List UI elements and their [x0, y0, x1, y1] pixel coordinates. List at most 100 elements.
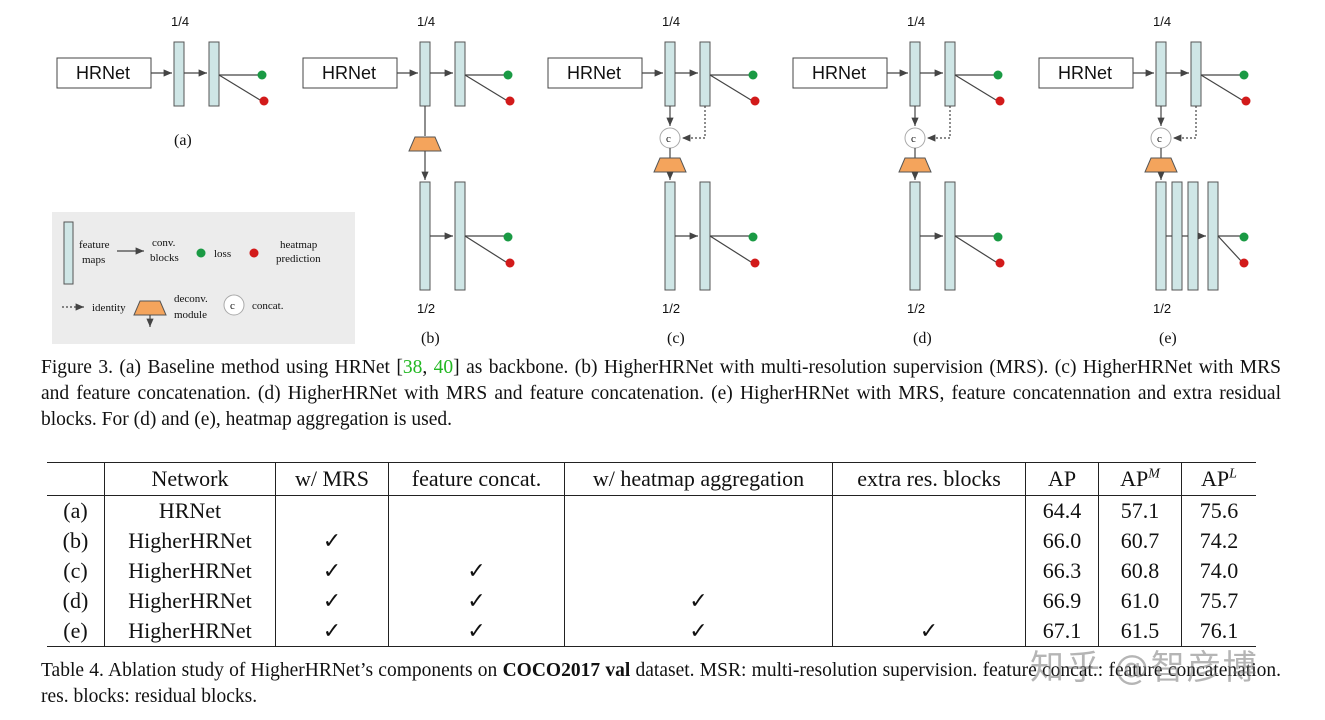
table-cell: HigherHRNet [104, 586, 276, 616]
header-network: Network [104, 462, 276, 496]
loss-dot [748, 232, 758, 242]
heatmap-dot [750, 96, 760, 106]
table-cell [388, 495, 565, 526]
table-cell: (a) [47, 495, 105, 526]
loss-dot [748, 70, 758, 80]
loss-dot [993, 232, 1003, 242]
table-cell: 76.1 [1181, 616, 1256, 647]
heatmap-dot [505, 258, 515, 268]
table-cell: 66.0 [1025, 526, 1099, 556]
header-concat: feature concat. [388, 462, 565, 496]
table-cell [564, 495, 833, 526]
hrnet-block [302, 57, 398, 89]
feature-map [419, 41, 431, 107]
resolution-label: 1/4 [907, 14, 925, 29]
table-cell: ✓ [832, 616, 1026, 647]
svg-text:concat.: concat. [252, 300, 284, 312]
table-cell: (c) [47, 556, 105, 586]
table-cell: 67.1 [1025, 616, 1099, 647]
table-cell: HigherHRNet [104, 526, 276, 556]
svg-text:loss: loss [214, 248, 231, 260]
heatmap-dot [259, 96, 269, 106]
heatmap-dot [1239, 258, 1249, 268]
table-cell [832, 586, 1026, 616]
header-cell [47, 462, 105, 496]
table-cell: 75.6 [1199, 498, 1239, 523]
panel-label: (b) [421, 330, 440, 347]
table-cell [832, 556, 1026, 586]
feature-map [944, 181, 956, 291]
table-cell: 61.5 [1098, 616, 1182, 647]
table-cell: 64.4 [1025, 495, 1099, 526]
table-cell [564, 556, 833, 586]
hrnet-label: HRNet [812, 63, 866, 83]
figure-3-caption: Figure 3. (a) Baseline method using HRNe… [41, 357, 1281, 430]
feature-map [173, 41, 185, 107]
feature-map [699, 181, 711, 291]
table-cell: 66.3 [1025, 556, 1099, 586]
concat-symbol: c [1157, 133, 1162, 145]
feature-map [454, 181, 466, 291]
table-cell: ✓ [275, 526, 389, 556]
resolution-label: 1/4 [417, 14, 435, 29]
table-4-caption: Table 4. Ablation study of HigherHRNet’s… [41, 660, 1281, 707]
feature-map [454, 41, 466, 107]
feature-map [1207, 181, 1219, 291]
feature-map [699, 41, 711, 107]
resolution-label: 1/2 [1153, 301, 1171, 316]
concat-symbol: c [911, 133, 916, 145]
feature-map [1155, 181, 1167, 291]
svg-text:conv.: conv. [152, 237, 176, 249]
table-cell [564, 526, 833, 556]
table-cell: HigherHRNet [104, 616, 276, 647]
svg-text:deconv.: deconv. [174, 293, 208, 305]
deconv-module [408, 136, 442, 152]
heatmap-dot [505, 96, 515, 106]
loss-dot [503, 70, 513, 80]
table-cell: 60.8 [1098, 556, 1182, 586]
citation-link[interactable]: 40 [433, 357, 454, 378]
figure-3-diagram: HRNet1/4(a)HRNet1/4(b)1/2HRNet1/4(c)c1/2… [52, 14, 1251, 347]
table-cell: ✓ [564, 586, 833, 616]
table-cell: 74.2 [1199, 528, 1239, 553]
panel-label: (d) [913, 330, 932, 347]
table-header-row: Network w/ MRS feature concat. w/ heatma… [47, 462, 1256, 496]
svg-text:identity: identity [92, 302, 126, 314]
header-aggregation: w/ heatmap aggregation [564, 462, 833, 496]
table-cell: ✓ [275, 556, 389, 586]
deconv-module [1144, 157, 1178, 173]
heatmap-dot [995, 258, 1005, 268]
hrnet-label: HRNet [76, 63, 130, 83]
watermark: 知乎 @智彦博 [1030, 648, 1259, 688]
heatmap-dot [750, 258, 760, 268]
feature-map [208, 41, 220, 107]
svg-text:maps: maps [82, 254, 105, 266]
svg-text:feature: feature [79, 239, 110, 251]
feature-map [909, 181, 921, 291]
residual-block [1187, 181, 1199, 291]
table-cell: HRNet [104, 495, 276, 526]
heatmap-dot [995, 96, 1005, 106]
table-cell: 61.0 [1098, 586, 1182, 616]
header-ap: AP [1025, 462, 1099, 496]
svg-text:heatmap: heatmap [280, 239, 318, 251]
citation-link[interactable]: 38 [402, 357, 423, 378]
resolution-label: 1/4 [1153, 14, 1171, 29]
hrnet-block [792, 57, 888, 89]
svg-text:blocks: blocks [150, 252, 179, 264]
panel-label: (e) [1159, 330, 1177, 347]
header-ap-m: APM [1098, 462, 1182, 496]
legend-concat-icon [223, 294, 245, 316]
loss-dot [503, 232, 513, 242]
legend: feature maps conv. blocks loss heatmap p… [52, 212, 355, 344]
loss-dot [257, 70, 267, 80]
table-cell: ✓ [275, 586, 389, 616]
deconv-module [653, 157, 687, 173]
feature-map [664, 41, 676, 107]
